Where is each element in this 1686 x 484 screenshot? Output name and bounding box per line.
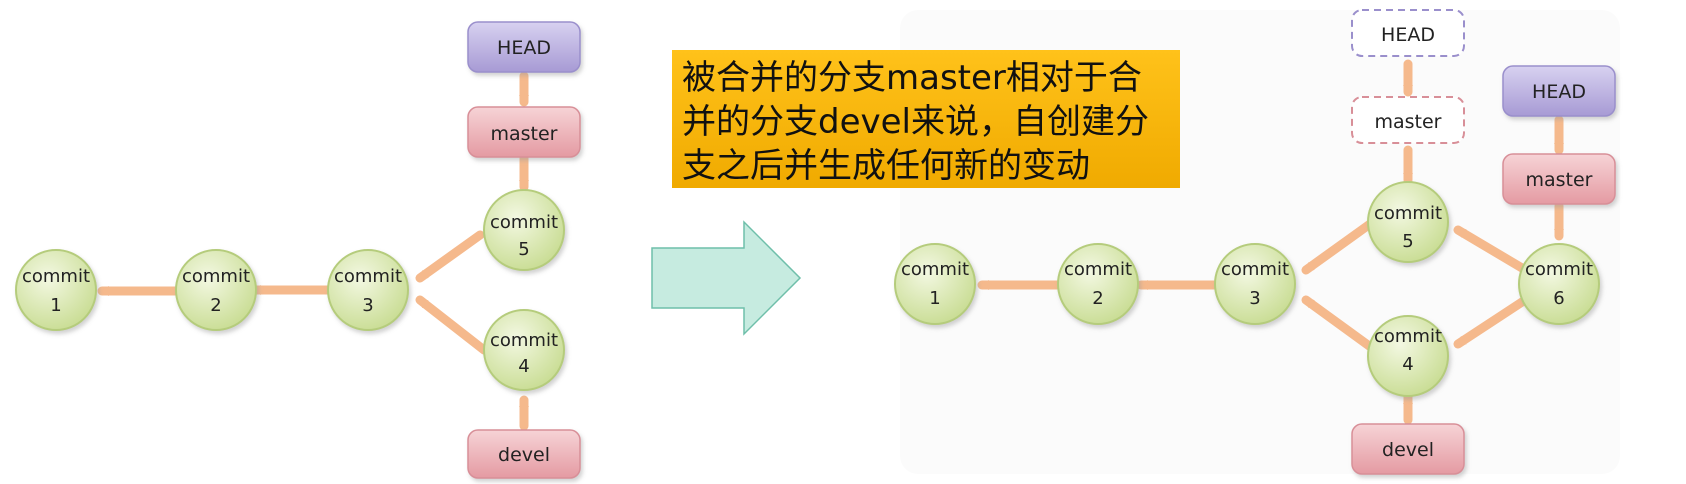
edge-r-5-3 bbox=[1301, 219, 1375, 275]
svg-text:2: 2 bbox=[1092, 288, 1103, 309]
commit-node: commit 5 bbox=[483, 189, 565, 271]
commit-node: commit 3 bbox=[1214, 243, 1296, 325]
svg-text:commit: commit bbox=[182, 266, 250, 287]
commit-node: commit 2 bbox=[175, 249, 257, 331]
svg-text:4: 4 bbox=[518, 356, 529, 377]
svg-text:5: 5 bbox=[1402, 231, 1413, 252]
devel-ref: devel bbox=[1351, 423, 1465, 475]
transition-arrow bbox=[651, 220, 802, 336]
svg-text:5: 5 bbox=[518, 239, 529, 260]
svg-text:devel: devel bbox=[498, 444, 550, 466]
explanation-note: 被合并的分支master相对于合并的分支devel来说，自创建分支之后并生成任何… bbox=[672, 50, 1180, 188]
svg-text:commit: commit bbox=[1374, 326, 1442, 347]
svg-text:6: 6 bbox=[1553, 288, 1564, 309]
master-ref: master bbox=[1502, 153, 1616, 205]
edge-r-6-5 bbox=[1453, 225, 1527, 273]
svg-text:3: 3 bbox=[1249, 288, 1260, 309]
left-edges bbox=[97, 71, 529, 431]
svg-text:4: 4 bbox=[1402, 354, 1413, 375]
svg-text:commit: commit bbox=[1374, 203, 1442, 224]
svg-text:1: 1 bbox=[50, 295, 61, 316]
commit-node: commit 1 bbox=[894, 243, 976, 325]
svg-text:HEAD: HEAD bbox=[1532, 81, 1586, 103]
svg-text:HEAD: HEAD bbox=[497, 37, 551, 59]
svg-text:commit: commit bbox=[334, 266, 402, 287]
svg-text:master: master bbox=[490, 123, 557, 145]
svg-text:1: 1 bbox=[929, 288, 940, 309]
commit-node: commit 5 bbox=[1367, 181, 1449, 263]
head-ref: HEAD bbox=[467, 21, 581, 73]
edge-r-6-4 bbox=[1453, 297, 1527, 349]
master-ref: master bbox=[467, 106, 581, 158]
old-master-ref: master bbox=[1351, 96, 1465, 144]
svg-text:commit: commit bbox=[1064, 259, 1132, 280]
commit-node: commit 4 bbox=[1367, 315, 1449, 397]
svg-text:HEAD: HEAD bbox=[1381, 24, 1435, 46]
svg-text:commit: commit bbox=[1525, 259, 1593, 280]
svg-text:commit: commit bbox=[490, 330, 558, 351]
commit-node: commit 3 bbox=[327, 249, 409, 331]
old-head-ref: HEAD bbox=[1351, 9, 1465, 57]
edge-l-5-3 bbox=[415, 230, 485, 283]
edge-l-4-3 bbox=[415, 295, 489, 355]
commit-node: commit 2 bbox=[1057, 243, 1139, 325]
svg-text:devel: devel bbox=[1382, 439, 1434, 461]
head-ref: HEAD bbox=[1502, 65, 1616, 117]
svg-text:commit: commit bbox=[1221, 259, 1289, 280]
svg-text:3: 3 bbox=[362, 295, 373, 316]
svg-text:master: master bbox=[1525, 169, 1592, 191]
edge-r-4-3 bbox=[1301, 295, 1377, 353]
svg-text:commit: commit bbox=[901, 259, 969, 280]
devel-ref: devel bbox=[467, 429, 581, 479]
right-edges bbox=[977, 59, 1564, 425]
svg-text:commit: commit bbox=[490, 212, 558, 233]
commit-node: commit 4 bbox=[483, 309, 565, 391]
svg-text:commit: commit bbox=[22, 266, 90, 287]
svg-text:2: 2 bbox=[210, 295, 221, 316]
commit-node: commit 1 bbox=[15, 249, 97, 331]
svg-text:master: master bbox=[1374, 111, 1441, 133]
commit-node: commit 6 bbox=[1518, 243, 1600, 325]
